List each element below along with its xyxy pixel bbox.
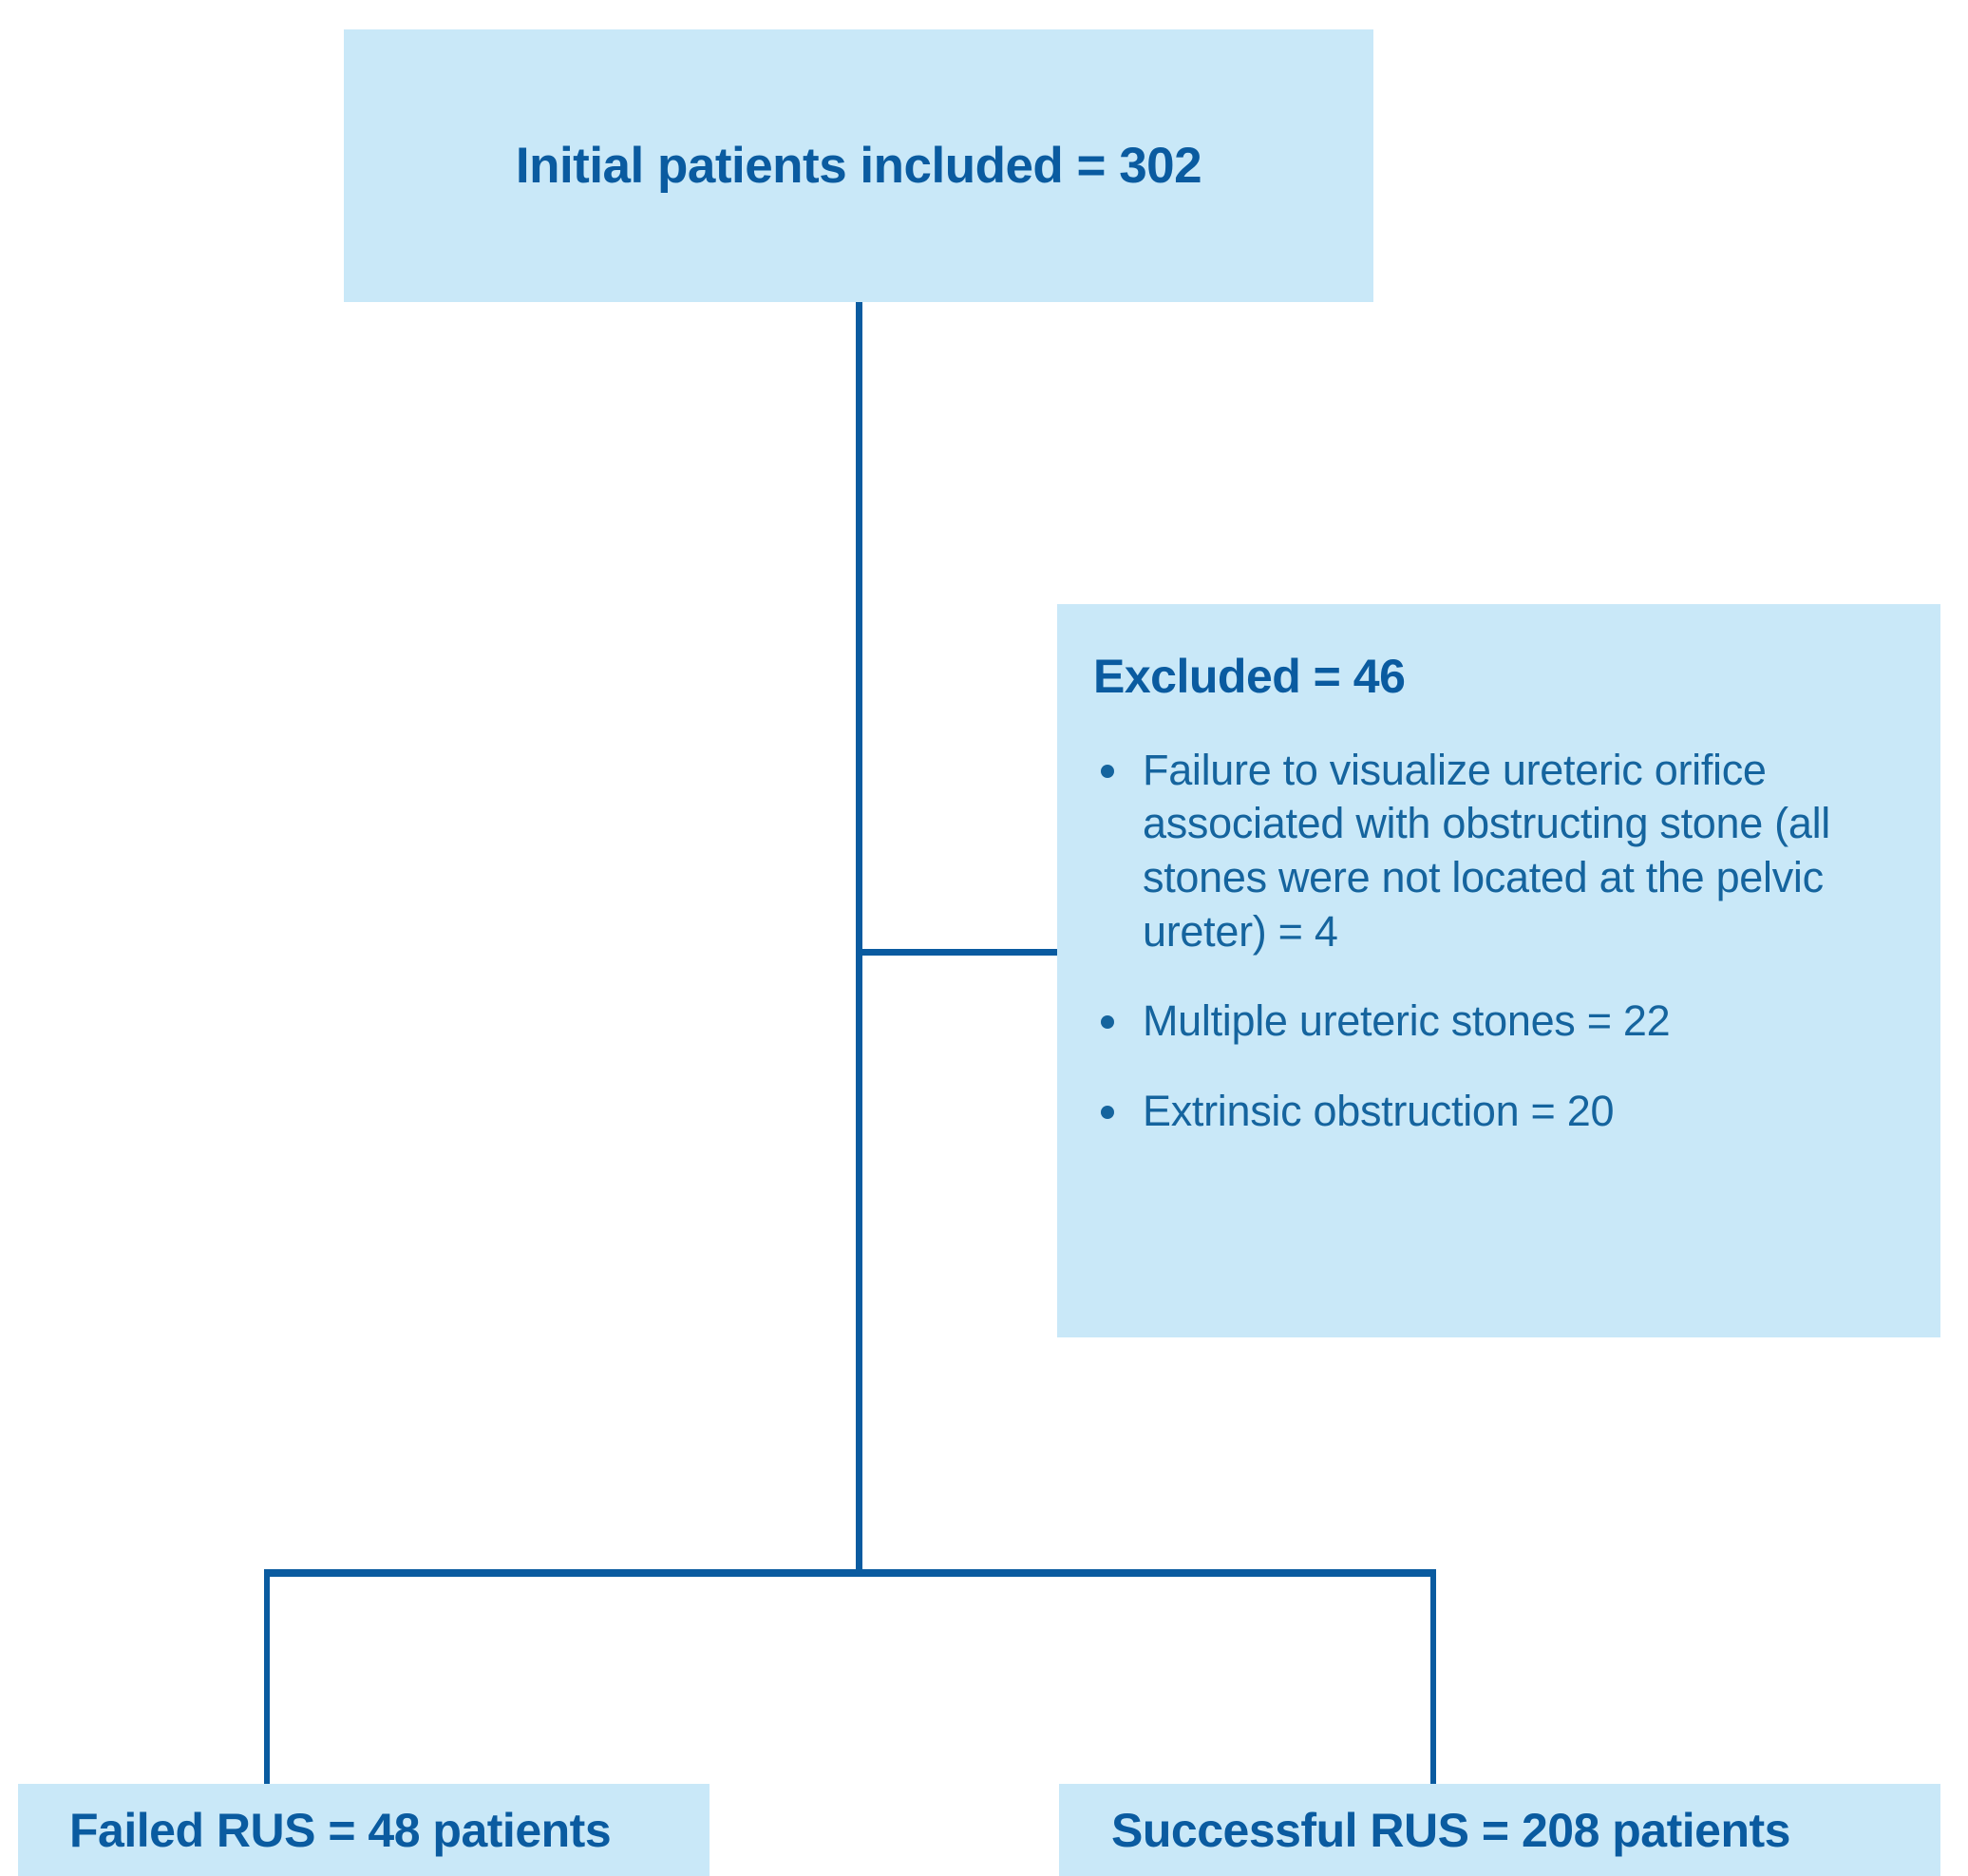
connector-initial-to-split: [856, 300, 862, 956]
connector-to-excluded-box: [856, 949, 1060, 956]
node-successful-rus: Successful RUS = 208 patients: [1059, 1784, 1940, 1876]
excluded-reason-text: Extrinsic obstruction = 20: [1143, 1086, 1615, 1135]
bullet-icon: [1101, 764, 1114, 778]
excluded-reasons-list: Failure to visualize ureteric orifice as…: [1093, 744, 1908, 1139]
successful-rus-label: Successful RUS = 208 patients: [1111, 1803, 1790, 1857]
node-initial-patients: Initial patients included = 302: [344, 29, 1373, 302]
node-failed-rus: Failed RUS = 48 patients: [18, 1784, 710, 1876]
bullet-icon: [1101, 1105, 1114, 1119]
list-item: Multiple ureteric stones = 22: [1093, 995, 1908, 1049]
connector-fork-horizontal: [264, 1569, 1436, 1577]
connector-fork-left-drop: [264, 1569, 270, 1786]
list-item: Extrinsic obstruction = 20: [1093, 1085, 1908, 1139]
excluded-reason-text: Failure to visualize ureteric orifice as…: [1143, 745, 1830, 956]
failed-rus-label: Failed RUS = 48 patients: [69, 1803, 612, 1857]
bullet-icon: [1101, 1015, 1114, 1030]
initial-patients-label: Initial patients included = 302: [515, 138, 1202, 194]
connector-split-to-fork: [856, 956, 862, 1575]
excluded-title: Excluded = 46: [1093, 650, 1406, 703]
connector-fork-right-drop: [1430, 1569, 1436, 1786]
excluded-reason-text: Multiple ureteric stones = 22: [1143, 996, 1671, 1046]
list-item: Failure to visualize ureteric orifice as…: [1093, 744, 1908, 959]
node-excluded: Excluded = 46 Failure to visualize urete…: [1057, 604, 1940, 1337]
